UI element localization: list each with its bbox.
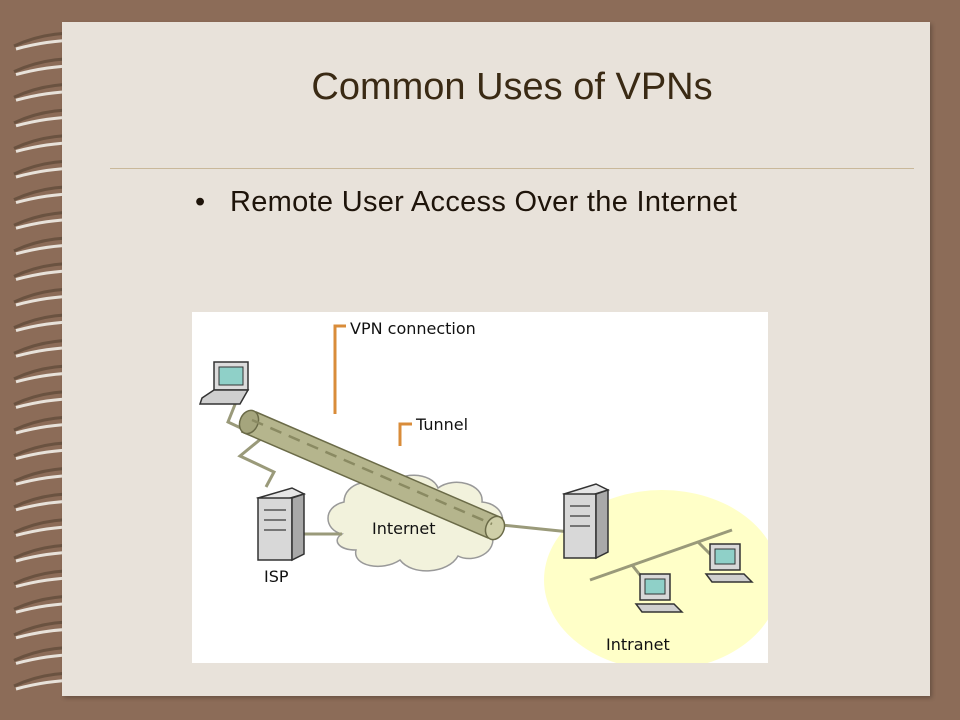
bullet-list: • Remote User Access Over the Internet (190, 184, 750, 221)
callout-lines (333, 324, 412, 446)
vpn-diagram: VPN connection Tunnel Internet ISP Intra… (192, 312, 780, 670)
internet-label: Internet (372, 519, 436, 538)
isp-server-icon (255, 487, 307, 562)
workstation-icon (704, 543, 754, 583)
laptop-icon (198, 361, 250, 405)
bullet-dot: • (195, 186, 206, 218)
workstation-icon (634, 573, 684, 613)
bullet-item: • Remote User Access Over the Internet (190, 184, 750, 221)
bullet-text: Remote User Access Over the Internet (230, 186, 738, 218)
isp-label: ISP (264, 567, 289, 586)
intranet-label: Intranet (606, 635, 670, 654)
tunnel-label: Tunnel (415, 415, 468, 434)
slide-title: Common Uses of VPNs (311, 66, 713, 108)
dialup-link (226, 401, 277, 488)
intranet-server-icon (562, 483, 610, 560)
title-divider (110, 168, 914, 169)
vpn-tunnel (238, 409, 506, 541)
vpn-connection-label: VPN connection (350, 319, 476, 338)
